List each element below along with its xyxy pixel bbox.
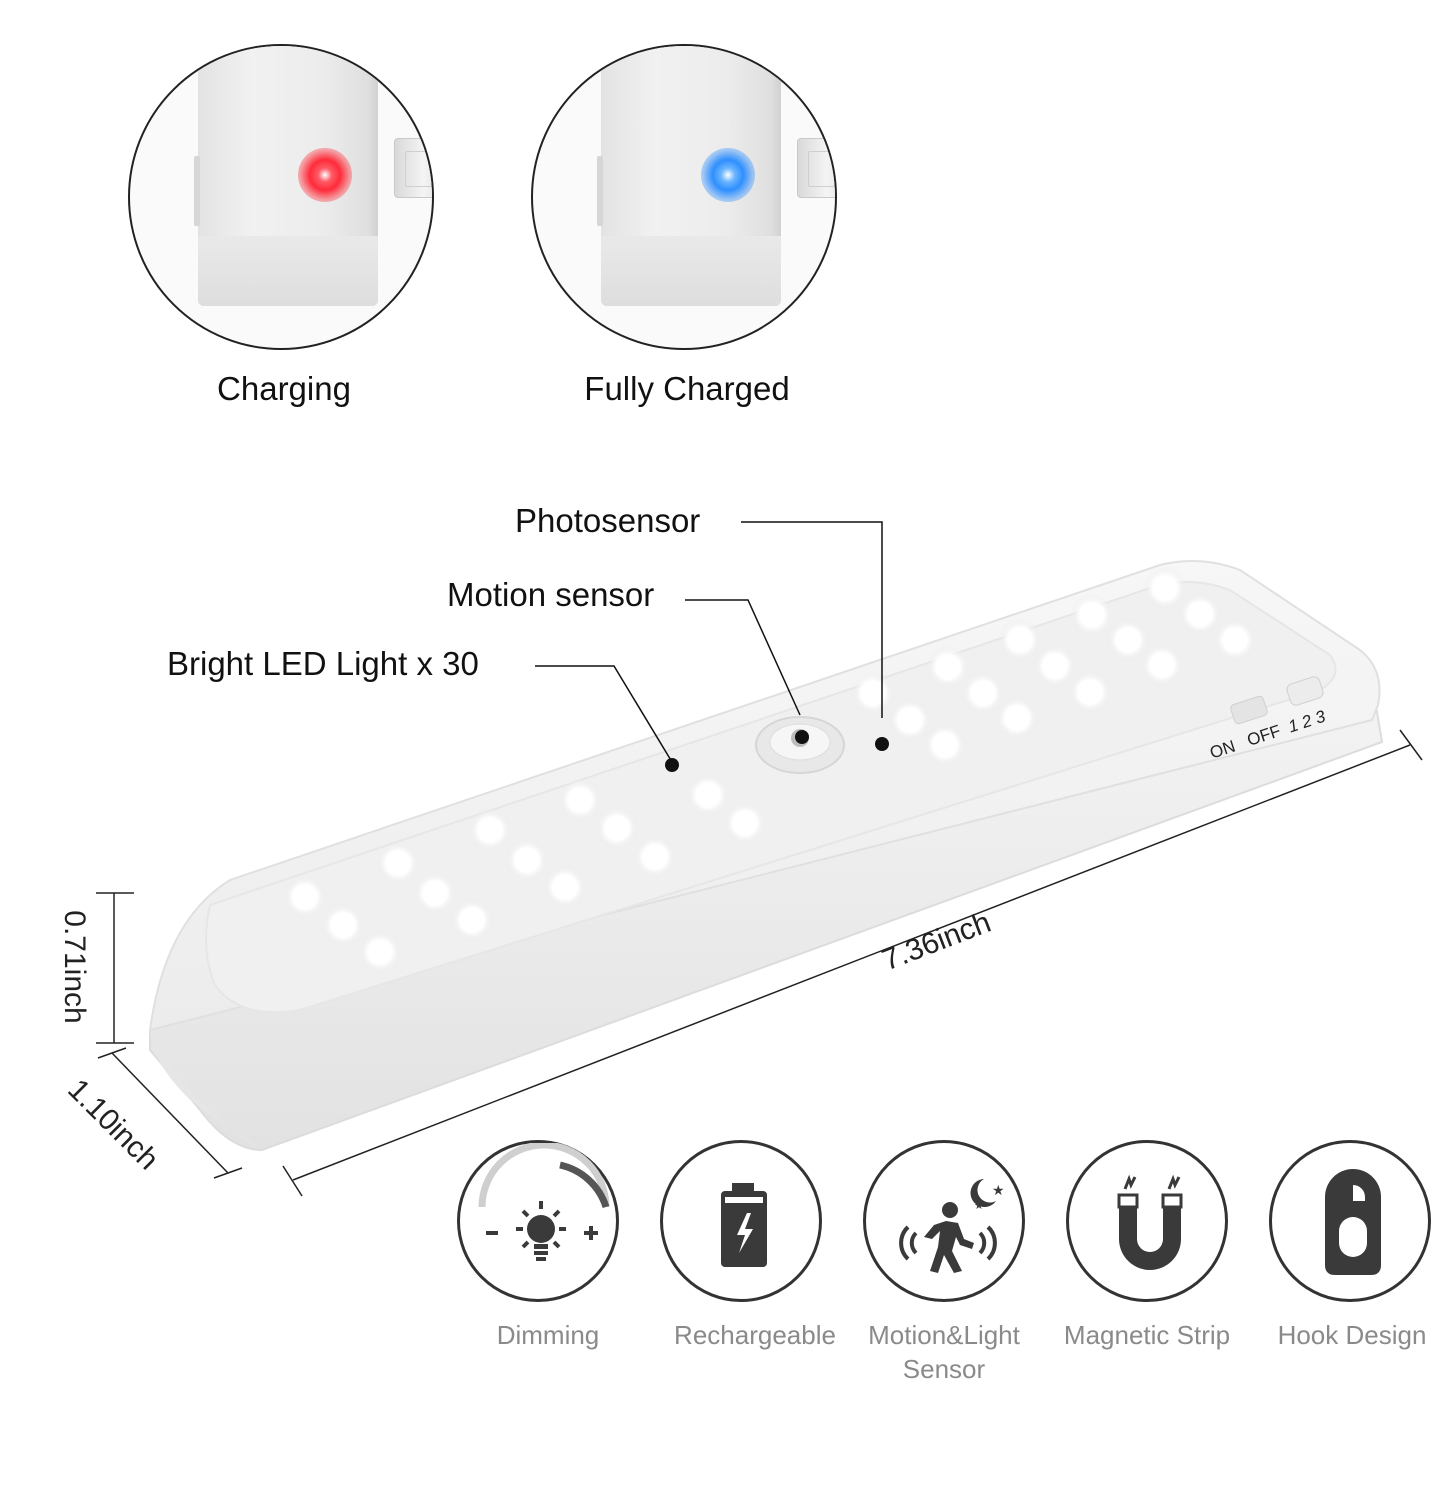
device-closeup	[194, 46, 378, 306]
dimming-label: Dimming	[496, 1320, 600, 1350]
hook-design-label: Hook Design	[1277, 1320, 1427, 1350]
motion-light-label-line1: Motion&Light	[868, 1320, 1020, 1350]
bar-lens	[205, 581, 1337, 1014]
power-switch	[1230, 695, 1268, 725]
mode-button	[1286, 676, 1324, 706]
blue-led-icon	[701, 148, 755, 202]
bar-front-face	[149, 698, 1384, 1152]
svg-text:★: ★	[974, 1200, 984, 1212]
battery-icon	[660, 1140, 822, 1302]
hook-icon	[1269, 1140, 1431, 1302]
motion-light-label-line2: Sensor	[902, 1354, 986, 1384]
motion-light-label: Motion&Light Sensor	[826, 1318, 1062, 1386]
motion-sensor-leader	[685, 599, 801, 716]
motion-sensor-callout: Motion sensor	[447, 576, 655, 613]
usb-plug	[797, 138, 835, 198]
height-dimension: 0.71inch	[58, 910, 91, 1024]
magnetic-strip-label: Magnetic Strip	[1063, 1320, 1231, 1350]
charging-indicator-circle	[128, 44, 434, 350]
rechargeable-label: Rechargeable	[674, 1320, 836, 1350]
dimension-lines	[96, 729, 1423, 1197]
fully-charged-indicator-circle	[531, 44, 837, 350]
red-led-icon	[298, 148, 352, 202]
led-light-callout: Bright LED Light x 30	[167, 645, 479, 682]
led-callout-dot	[665, 758, 679, 772]
magnet-icon	[1066, 1140, 1228, 1302]
charging-label: Charging	[217, 370, 351, 407]
callout-lines	[535, 521, 883, 763]
photosensor-leader	[741, 521, 883, 718]
svg-text:★: ★	[992, 1182, 1005, 1198]
motion-sensor-dot	[795, 730, 809, 744]
fully-charged-label: Fully Charged	[584, 370, 790, 407]
dimming-icon	[457, 1140, 619, 1302]
usb-plug	[394, 138, 432, 198]
led-array	[283, 566, 1257, 974]
led-leader	[535, 665, 673, 763]
motion-sensor-icon: ★ ★	[863, 1140, 1025, 1302]
photosensor-dot	[875, 737, 889, 751]
photosensor-callout: Photosensor	[515, 502, 701, 539]
